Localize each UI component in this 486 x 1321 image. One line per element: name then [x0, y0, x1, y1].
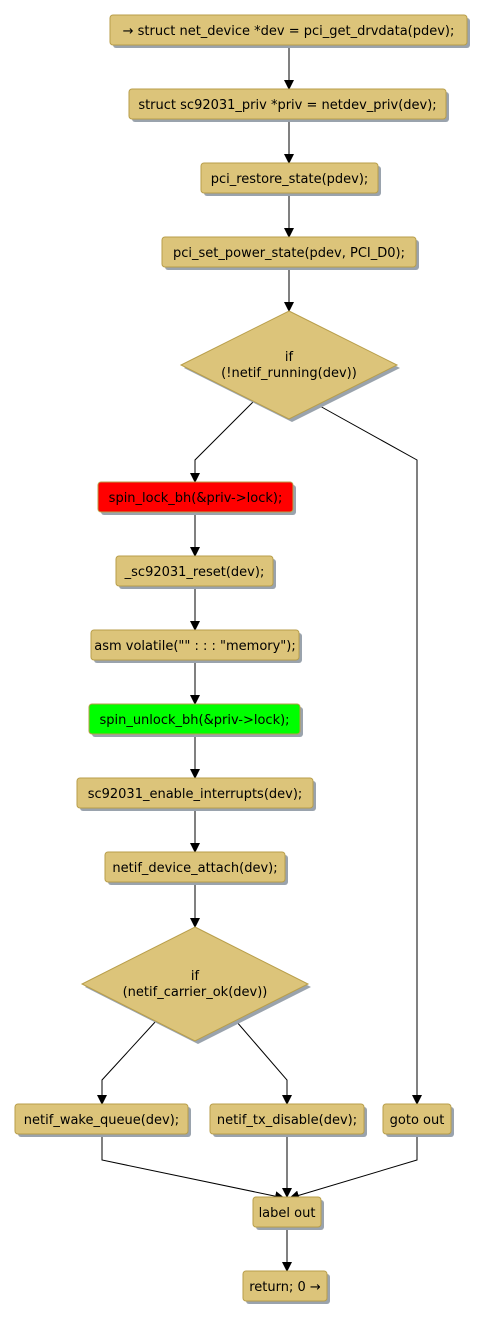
node-get-drvdata: → struct net_device *dev = pci_get_drvda…: [109, 14, 470, 48]
node-spin-unlock: spin_unlock_bh(&priv->lock);: [88, 703, 303, 737]
node-goto-out-label: goto out: [390, 1113, 445, 1128]
decision-not-netif-running-line1: if: [285, 350, 294, 365]
node-reset: _sc92031_reset(dev);: [115, 555, 276, 589]
node-spin-lock-label: spin_lock_bh(&priv->lock);: [109, 491, 283, 506]
node-get-drvdata-label: → struct net_device *dev = pci_get_drvda…: [123, 24, 455, 39]
edge-if-carrier-to-tx-disable: [235, 1020, 292, 1105]
decision-netif-carrier-ok: if (netif_carrier_ok(dev)): [80, 926, 311, 1044]
edge-if-carrier-to-wake-queue: [97, 1020, 157, 1105]
node-device-attach: netif_device_attach(dev);: [104, 851, 288, 885]
node-device-attach-label: netif_device_attach(dev);: [112, 861, 277, 876]
decision-not-netif-running-line2: (!netif_running(dev)): [221, 366, 357, 381]
edges: [97, 45, 422, 1272]
node-goto-out: goto out: [382, 1103, 454, 1137]
edge-if-running-to-goto-out: [317, 404, 422, 1105]
node-netdev-priv: struct sc92031_priv *priv = netdev_priv(…: [128, 88, 449, 122]
node-tx-disable: netif_tx_disable(dev);: [209, 1103, 367, 1137]
decision-netif-carrier-ok-line1: if: [191, 969, 200, 984]
node-label-out: label out: [252, 1196, 324, 1230]
node-label-out-label: label out: [259, 1206, 316, 1221]
node-spin-lock: spin_lock_bh(&priv->lock);: [97, 481, 296, 515]
node-enable-interrupts: sc92031_enable_interrupts(dev);: [76, 777, 316, 811]
node-asm-volatile: asm volatile("" : : : "memory");: [90, 629, 302, 663]
node-netdev-priv-label: struct sc92031_priv *priv = netdev_priv(…: [138, 98, 436, 113]
node-spin-unlock-label: spin_unlock_bh(&priv->lock);: [99, 713, 289, 728]
decision-not-netif-running: if (!netif_running(dev)): [179, 310, 400, 422]
node-enable-interrupts-label: sc92031_enable_interrupts(dev);: [88, 787, 303, 802]
node-reset-label: _sc92031_reset(dev);: [124, 565, 265, 580]
decision-netif-carrier-ok-line2: (netif_carrier_ok(dev)): [123, 985, 268, 1000]
node-set-power-state-label: pci_set_power_state(pdev, PCI_D0);: [173, 246, 405, 261]
node-restore-state-label: pci_restore_state(pdev);: [211, 172, 369, 187]
edge-goto-out-to-label-out: [289, 1135, 418, 1201]
node-tx-disable-label: netif_tx_disable(dev);: [217, 1113, 357, 1128]
node-wake-queue-label: netif_wake_queue(dev);: [24, 1113, 179, 1128]
node-return: return; 0 →: [242, 1270, 330, 1304]
nodes: → struct net_device *dev = pci_get_drvda…: [14, 14, 470, 1304]
edge-if-running-to-spin-lock: [190, 401, 254, 483]
node-wake-queue: netif_wake_queue(dev);: [14, 1103, 191, 1137]
node-asm-volatile-label: asm volatile("" : : : "memory");: [94, 639, 296, 654]
node-return-label: return; 0 →: [249, 1280, 321, 1295]
node-restore-state: pci_restore_state(pdev);: [200, 162, 381, 196]
edge-wake-queue-to-label-out: [101, 1135, 285, 1202]
node-set-power-state: pci_set_power_state(pdev, PCI_D0);: [161, 236, 419, 270]
